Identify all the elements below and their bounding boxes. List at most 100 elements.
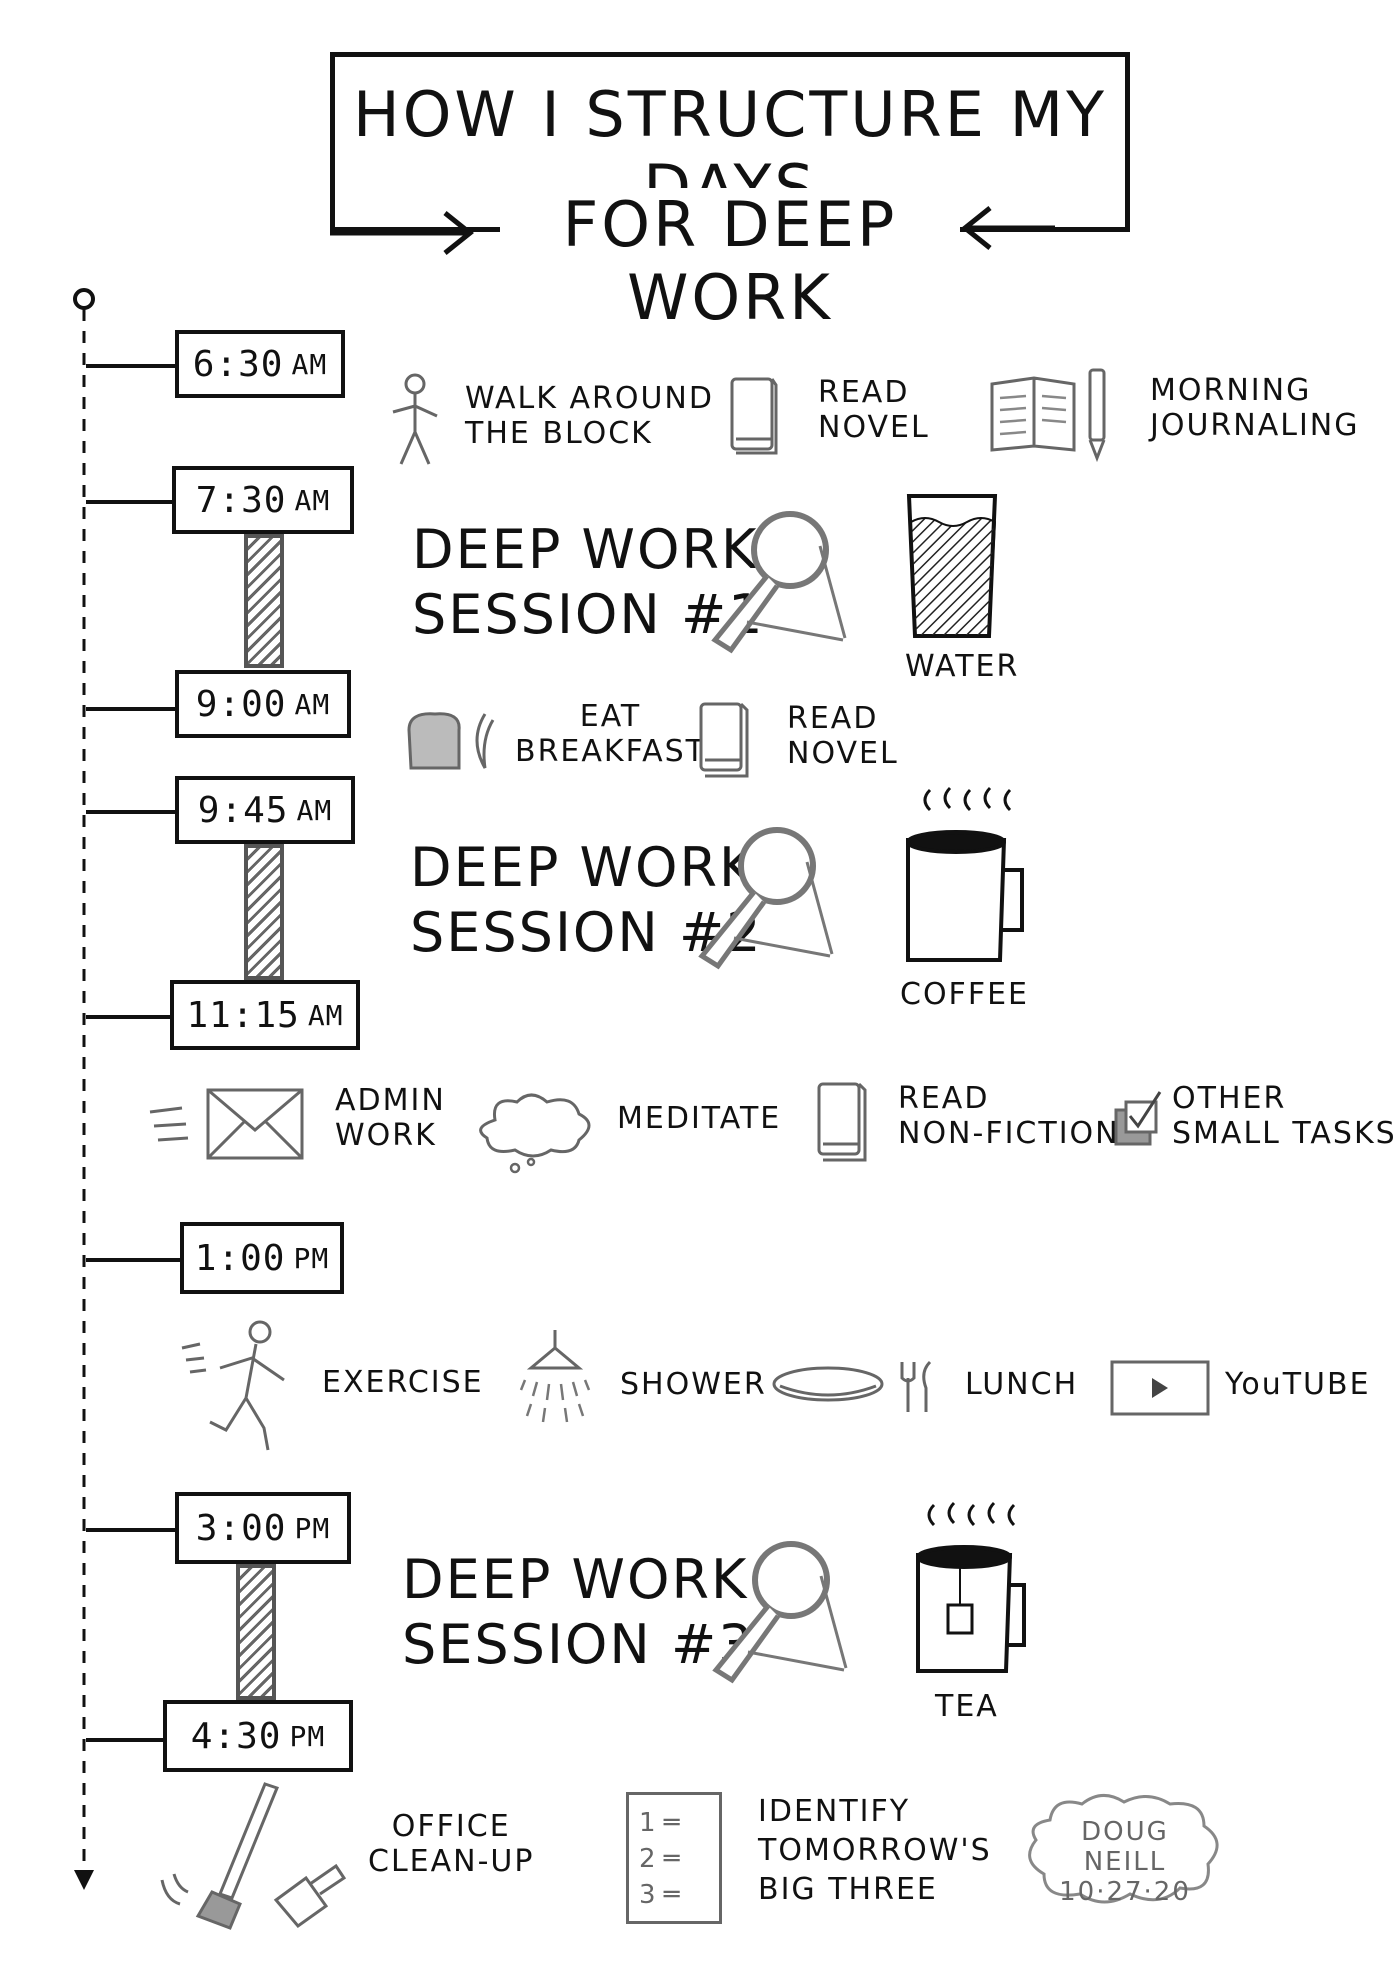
label-read-novel-2: READ NOVEL bbox=[787, 701, 899, 771]
time-value: 7:30 bbox=[195, 479, 287, 521]
label-non-fiction: READ NON-FICTION bbox=[898, 1081, 1120, 1151]
time-value: 11:15 bbox=[186, 994, 300, 1036]
label-line: READ bbox=[787, 701, 879, 736]
label-meditate: MEDITATE bbox=[617, 1101, 782, 1136]
book-icon bbox=[699, 702, 749, 778]
label-line: READ bbox=[818, 375, 910, 410]
tick-0945 bbox=[86, 810, 176, 814]
label-line: EAT bbox=[579, 699, 642, 734]
time-value: 9:45 bbox=[197, 789, 289, 831]
time-suffix: AM bbox=[296, 793, 333, 827]
label-read-novel: READ NOVEL bbox=[818, 375, 930, 445]
label-line: READ bbox=[898, 1081, 990, 1116]
signature-name: DOUG NEILL bbox=[1081, 1817, 1169, 1877]
session-3-bar bbox=[236, 1564, 276, 1700]
list-item: 3 ═ bbox=[639, 1880, 680, 1910]
timeline-axis bbox=[73, 288, 95, 1890]
label-line: THE BLOCK bbox=[465, 415, 653, 451]
envelope-icon bbox=[149, 1088, 304, 1160]
label-shower: SHOWER bbox=[620, 1367, 767, 1402]
label-youtube: YouTUBE bbox=[1225, 1367, 1371, 1402]
magnifying-glass-icon bbox=[712, 1541, 848, 1684]
notepad-list-icon: 1 ═ 2 ═ 3 ═ bbox=[626, 1792, 722, 1924]
shower-icon bbox=[519, 1330, 591, 1423]
session-line: SESSION #3 bbox=[402, 1612, 755, 1676]
label-line: CLEAN-UP bbox=[368, 1843, 535, 1879]
book-icon bbox=[817, 1082, 867, 1162]
broom-dustpan-icon bbox=[160, 1782, 347, 1930]
label-admin: ADMIN WORK bbox=[335, 1083, 446, 1153]
label-small-tasks: OTHER SMALL TASKS bbox=[1172, 1081, 1397, 1151]
time-suffix: AM bbox=[291, 347, 328, 381]
label-big-three: IDENTIFY TOMORROW'S BIG THREE bbox=[758, 1792, 992, 1909]
time-value: 1:00 bbox=[194, 1237, 286, 1279]
label-line: SMALL TASKS bbox=[1172, 1115, 1397, 1151]
arrow-right-icon bbox=[330, 211, 475, 255]
magnifying-glass-icon bbox=[698, 827, 834, 970]
label-tea: TEA bbox=[935, 1689, 999, 1724]
time-value: 6:30 bbox=[192, 343, 284, 385]
label-line: BIG THREE bbox=[758, 1872, 938, 1907]
youtube-play-icon bbox=[1110, 1360, 1210, 1416]
arrow-left-icon bbox=[960, 206, 1055, 250]
label-line: JOURNALING bbox=[1150, 407, 1360, 443]
label-line: NOVEL bbox=[787, 735, 899, 771]
session-2-bar bbox=[244, 844, 284, 980]
list-number: 1 bbox=[639, 1808, 656, 1838]
signature-cloud-icon bbox=[1028, 1794, 1219, 1904]
session-line: DEEP WORK bbox=[402, 1548, 749, 1611]
label-breakfast: EAT BREAKFAST bbox=[515, 699, 706, 769]
journal-pen-icon bbox=[990, 368, 1106, 463]
toast-banana-icon bbox=[407, 712, 495, 770]
label-line: NON-FICTION bbox=[898, 1115, 1120, 1151]
signature: DOUG NEILL 10·27·20 bbox=[1040, 1817, 1210, 1908]
tick-0730 bbox=[86, 500, 176, 504]
time-suffix: PM bbox=[289, 1719, 326, 1753]
magnifying-glass-icon bbox=[711, 511, 847, 654]
tick-1500 bbox=[86, 1528, 176, 1532]
label-line: IDENTIFY bbox=[758, 1794, 911, 1829]
deep-work-session-3: DEEP WORK SESSION #3 bbox=[402, 1548, 755, 1678]
tick-1300 bbox=[86, 1258, 182, 1262]
list-number: 3 bbox=[639, 1880, 656, 1910]
label-line: OTHER bbox=[1172, 1081, 1287, 1116]
session-line: SESSION #1 bbox=[412, 582, 765, 646]
label-line: BREAKFAST bbox=[515, 733, 706, 769]
title-line-2: FOR DEEP WORK bbox=[500, 188, 960, 334]
label-line: WALK AROUND bbox=[465, 381, 714, 416]
label-coffee: COFFEE bbox=[900, 977, 1029, 1012]
list-number: 2 bbox=[639, 1844, 656, 1874]
deep-work-session-2: DEEP WORK SESSION #2 bbox=[410, 836, 763, 966]
checkbox-icon bbox=[1114, 1091, 1162, 1146]
time-suffix: AM bbox=[307, 998, 344, 1032]
list-item: 1 ═ bbox=[639, 1808, 680, 1838]
time-suffix: AM bbox=[294, 483, 331, 517]
tea-mug-icon bbox=[916, 1501, 1026, 1673]
label-line: NOVEL bbox=[818, 409, 930, 445]
water-glass-icon bbox=[906, 494, 998, 638]
time-value: 4:30 bbox=[190, 1715, 282, 1757]
deep-work-session-1: DEEP WORK SESSION #1 bbox=[412, 518, 765, 648]
time-suffix: PM bbox=[294, 1511, 331, 1545]
label-line: ADMIN bbox=[335, 1083, 446, 1118]
list-item: 2 ═ bbox=[639, 1844, 680, 1874]
walking-person-icon bbox=[392, 373, 438, 465]
coffee-mug-icon bbox=[906, 786, 1024, 962]
label-line: WORK bbox=[335, 1117, 437, 1153]
book-icon bbox=[730, 377, 778, 455]
signature-date: 10·27·20 bbox=[1059, 1876, 1191, 1907]
thought-cloud-icon bbox=[479, 1093, 591, 1174]
label-exercise: EXERCISE bbox=[322, 1365, 484, 1400]
plate-fork-icon bbox=[772, 1360, 932, 1412]
tick-1115 bbox=[86, 1015, 172, 1019]
label-cleanup: OFFICE CLEAN-UP bbox=[368, 1809, 535, 1879]
label-journaling: MORNING JOURNALING bbox=[1150, 373, 1360, 443]
label-line: MORNING bbox=[1150, 373, 1312, 408]
